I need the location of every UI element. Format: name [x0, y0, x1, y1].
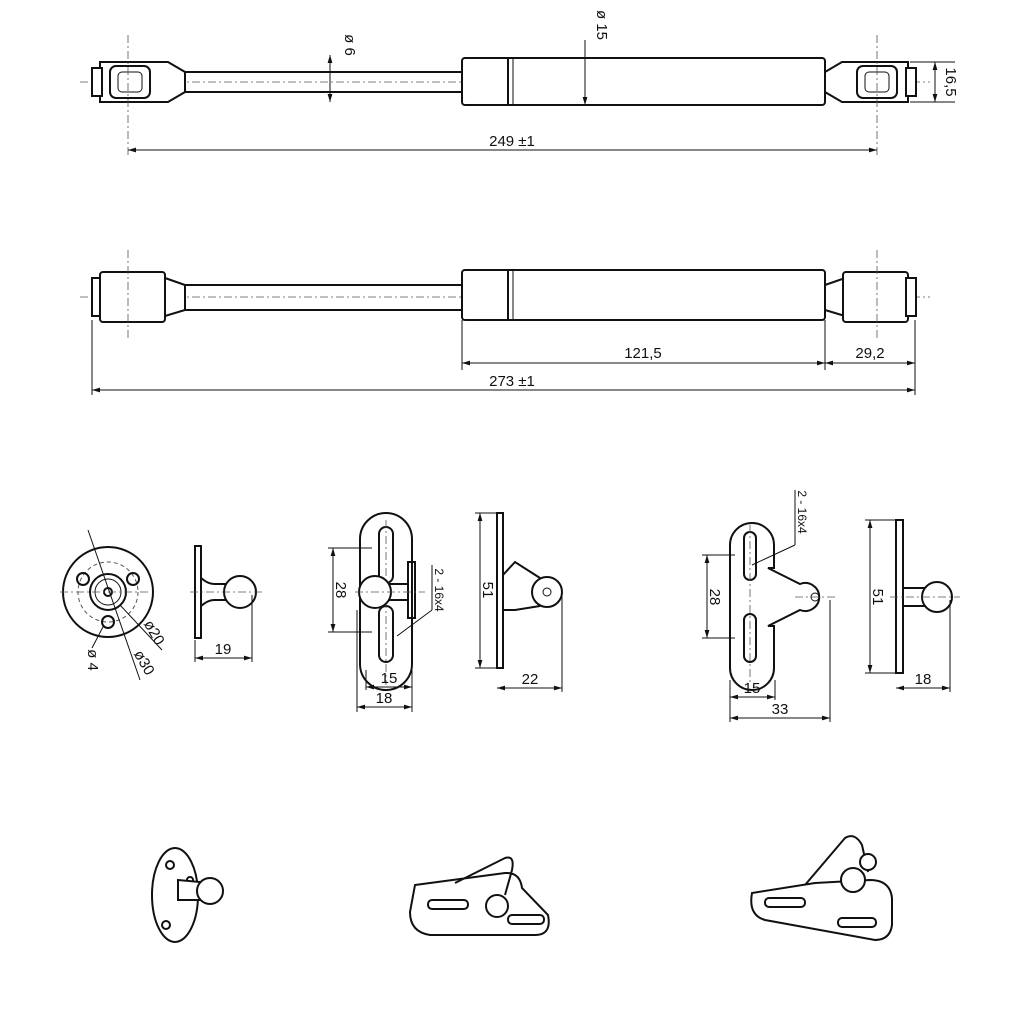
slot-spec-label: 2 - 16x4: [795, 490, 809, 534]
bracket-a-isometric: [408, 856, 550, 936]
overall-length-label: 273 ±1: [489, 373, 535, 390]
piston-rod: [184, 284, 463, 311]
bracket-b-drawing: 2 - 16x4 28 15 33 51 18: [702, 490, 960, 722]
height-label: 51: [479, 582, 496, 599]
inner-diameter-label: ø20: [140, 617, 168, 648]
gas-strut-top-view: ø 6 ø 15 16,5 249 ±1: [80, 10, 959, 155]
right-end-fitting: [824, 271, 917, 323]
overall-width-label: 33: [772, 701, 789, 718]
end-length-label: 29,2: [855, 345, 884, 362]
rod-diameter-label: ø 6: [341, 34, 358, 56]
left-end-fitting: [91, 271, 186, 323]
depth-label: 18: [915, 671, 932, 688]
bracket-b-isometric: [750, 835, 893, 942]
slot-pitch-label: 28: [706, 589, 723, 606]
outer-width-label: 18: [376, 690, 393, 707]
depth-label: 19: [215, 641, 232, 658]
gas-strut-side-view: 121,5 29,2 273 ±1: [80, 250, 930, 395]
slot-pitch-label: 28: [332, 582, 349, 599]
ball-plate-drawing: ø 4 ø20 ø30 19: [60, 529, 265, 681]
cylinder-diameter-label: ø 15: [593, 10, 610, 40]
cylinder: [461, 57, 826, 106]
outer-diameter-label: ø30: [130, 647, 158, 678]
cylinder: [461, 269, 826, 321]
right-eye-fitting: [824, 61, 917, 103]
slot-spec-label: 2 - 16x4: [432, 568, 446, 612]
cylinder-length-label: 121,5: [624, 345, 662, 362]
end-height-label: 16,5: [942, 67, 959, 96]
inner-width-label: 15: [381, 670, 398, 687]
overall-length-label: 249 ±1: [489, 133, 535, 150]
bracket-a-drawing: 28 2 - 16x4 15 18 51 22: [328, 512, 563, 712]
inner-width-label: 15: [744, 680, 761, 697]
left-eye-fitting: [91, 61, 186, 103]
ball-plate-isometric: [151, 847, 224, 943]
depth-label: 22: [522, 671, 539, 688]
hole-diameter-label: ø 4: [84, 649, 101, 671]
height-label: 51: [869, 589, 886, 606]
